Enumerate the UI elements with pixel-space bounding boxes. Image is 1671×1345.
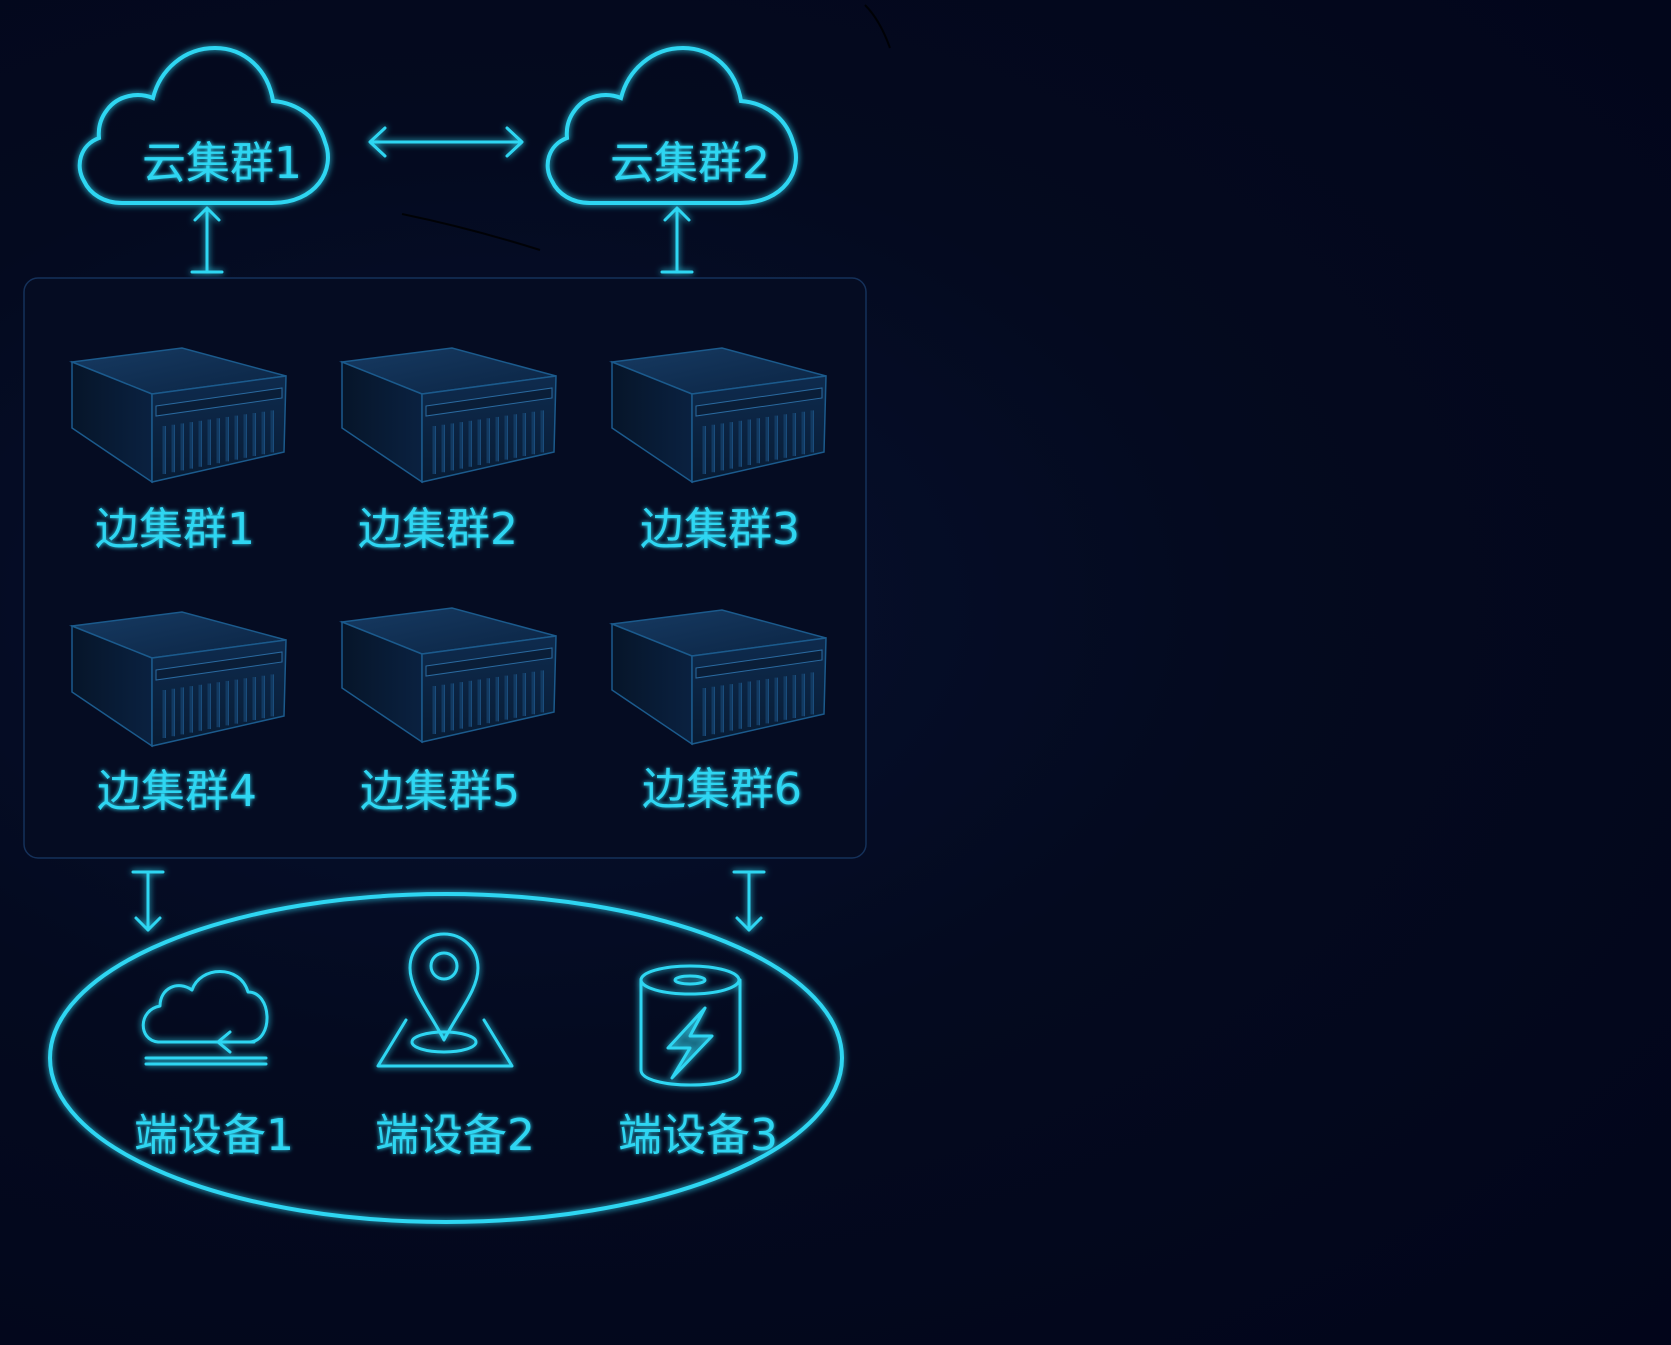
device-layer-ellipse: [48, 892, 844, 1224]
device-1: 端设备1: [134, 970, 294, 1161]
server-icon: [609, 609, 827, 746]
cloud-edge-arrow-right: [660, 206, 694, 274]
server-icon: [609, 347, 827, 484]
edge-cluster-label: 边集群4: [97, 766, 257, 817]
location-pin-icon: [376, 932, 514, 1068]
cloud-cluster-2: 云集群2: [545, 45, 798, 205]
cloud-link-arrow: [368, 126, 524, 158]
cloud-icon: [77, 45, 330, 205]
edge-server-group: [69, 347, 827, 748]
device-label: 端设备3: [618, 1110, 778, 1161]
server-icon: [339, 607, 557, 744]
battery-bolt-icon: [639, 964, 742, 1087]
cloud-cluster-label: 云集群2: [610, 138, 770, 189]
edge-cluster-label: 边集群5: [360, 766, 520, 817]
edge-cluster-labels: 边集群1 边集群2 边集群3 边集群4 边集群5 边集群6: [95, 504, 802, 817]
edge-device-arrow-left: [131, 870, 165, 932]
edge-device-arrow-right: [732, 870, 766, 932]
device-label: 端设备2: [375, 1110, 535, 1161]
device-3: 端设备3: [618, 964, 778, 1161]
device-2: 端设备2: [375, 932, 535, 1161]
device-label: 端设备1: [134, 1110, 294, 1161]
server-icon: [69, 611, 287, 748]
server-icon: [339, 347, 557, 484]
server-icon: [69, 347, 287, 484]
edge-cluster-label: 边集群1: [95, 504, 255, 555]
cloud-edge-arrow-left: [190, 206, 224, 274]
edge-cluster-label: 边集群6: [642, 764, 802, 815]
cloud-cluster-label: 云集群1: [142, 138, 302, 189]
cloud-cluster-1: 云集群1: [77, 45, 330, 205]
edge-cluster-label: 边集群2: [358, 504, 518, 555]
cloud-sync-icon: [141, 970, 269, 1066]
edge-cluster-label: 边集群3: [640, 504, 800, 555]
cloud-icon: [545, 45, 798, 205]
